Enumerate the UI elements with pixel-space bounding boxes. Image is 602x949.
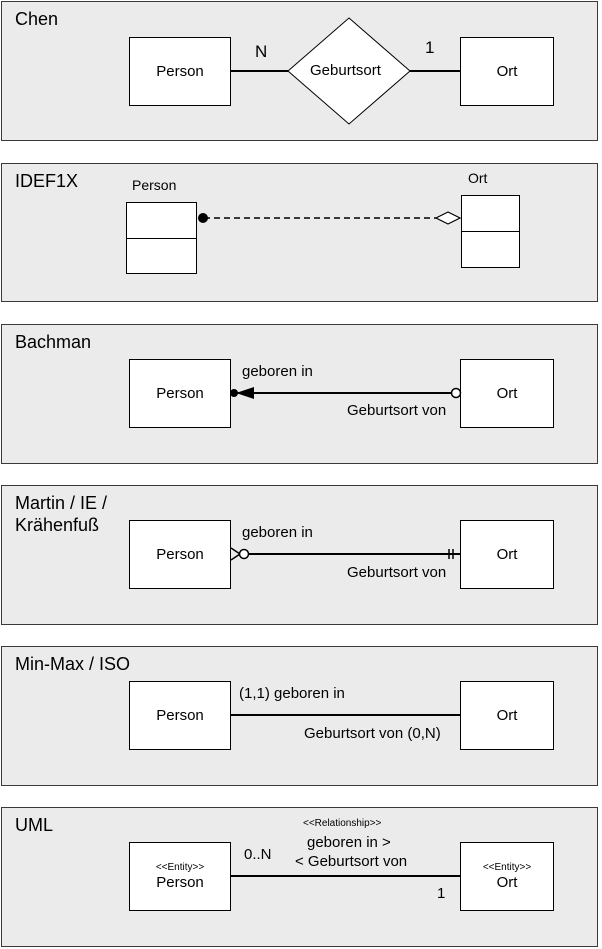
bachman-entity-ort: Ort xyxy=(460,359,554,428)
uml-entity-person: <<Entity>> Person xyxy=(129,842,231,911)
idef1x-ort-attribute-area xyxy=(461,231,520,268)
uml-title: UML xyxy=(15,815,54,835)
idef1x-person-label: Person xyxy=(132,177,177,193)
idef1x-ort-key-area xyxy=(461,195,520,232)
uml-ort-stereotype: <<Entity>> xyxy=(482,862,532,873)
chen-entity-person: Person xyxy=(129,37,231,106)
uml-label-forward: geboren in > xyxy=(307,834,391,851)
idef1x-many-dot xyxy=(198,213,208,223)
uml-entity-ort: <<Entity>> Ort xyxy=(460,842,554,911)
bachman-arrowhead xyxy=(236,387,254,399)
bachman-title: Bachman xyxy=(15,332,92,352)
uml-ort-name: Ort xyxy=(496,874,518,891)
martin-crowfoot-upper xyxy=(230,547,241,555)
bachman-label-forward: geboren in xyxy=(242,363,313,380)
chen-cardinality-right: 1 xyxy=(425,38,435,57)
chen-cardinality-left: N xyxy=(255,42,268,61)
bachman-label-backward: Geburtsort von xyxy=(347,402,447,419)
chen-relationship-diamond xyxy=(287,17,411,125)
martin-entity-ort: Ort xyxy=(460,520,554,589)
idef1x-zero-or-one-diamond xyxy=(434,211,462,225)
minmax-label-backward: Geburtsort von (0,N) xyxy=(304,725,441,742)
martin-label-backward: Geburtsort von xyxy=(347,564,447,581)
chen-relationship-label: Geburtsort xyxy=(310,62,381,79)
chen-entity-ort: Ort xyxy=(460,37,554,106)
uml-label-backward: < Geburtsort von xyxy=(295,853,408,870)
uml-person-stereotype: <<Entity>> xyxy=(155,862,205,873)
minmax-label-forward: (1,1) geboren in xyxy=(239,685,345,702)
bachman-entity-person: Person xyxy=(129,359,231,428)
uml-person-name: Person xyxy=(156,874,204,891)
idef1x-person-key-area xyxy=(126,202,197,239)
minmax-title: Min-Max / ISO xyxy=(15,654,131,674)
idef1x-title: IDEF1X xyxy=(15,171,79,191)
uml-multiplicity-right: 1 xyxy=(437,885,446,902)
idef1x-person-attribute-area xyxy=(126,238,197,274)
chen-title: Chen xyxy=(15,9,59,29)
martin-entity-person: Person xyxy=(129,520,231,589)
uml-relationship-stereotype: <<Relationship>> xyxy=(303,818,382,829)
bachman-optional-circle xyxy=(450,387,462,399)
martin-crowfoot-lower xyxy=(230,553,241,561)
uml-multiplicity-left: 0..N xyxy=(244,846,272,863)
martin-zero-circle xyxy=(238,548,250,560)
minmax-entity-person: Person xyxy=(129,681,231,750)
martin-title: Martin / IE / Krähenfuß xyxy=(15,493,108,535)
idef1x-ort-label: Ort xyxy=(468,170,488,186)
martin-label-forward: geboren in xyxy=(242,524,313,541)
minmax-entity-ort: Ort xyxy=(460,681,554,750)
